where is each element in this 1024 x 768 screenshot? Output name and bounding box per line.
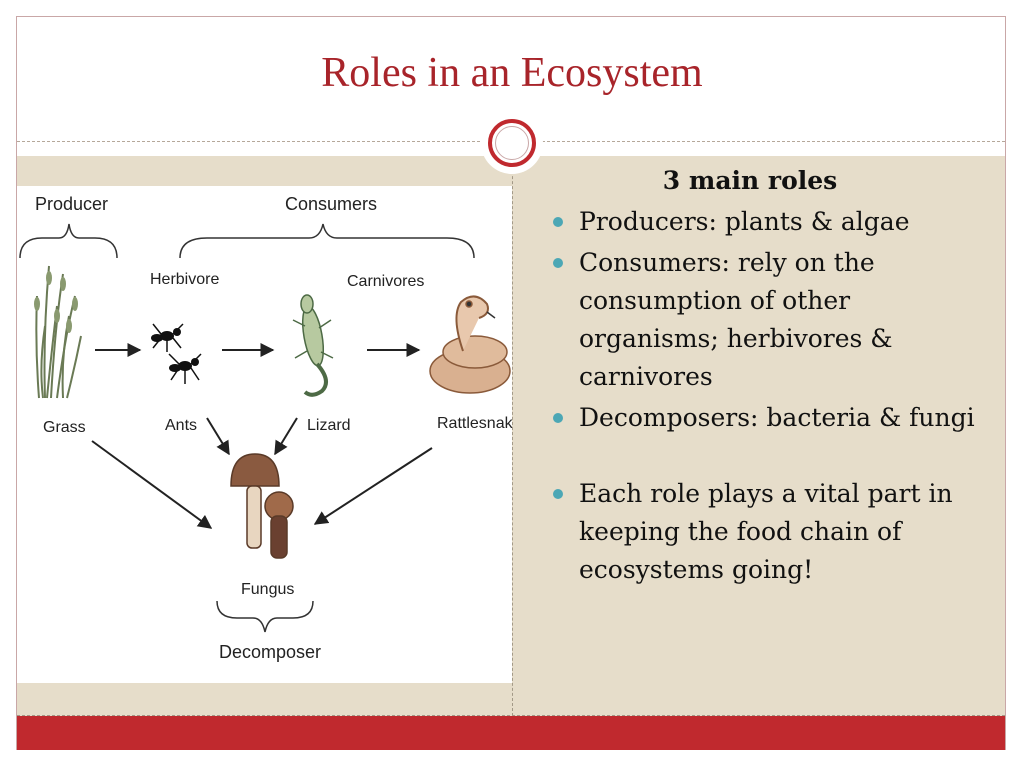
food-chain-diagram: Producer Consumers Herbivore Carnivores xyxy=(17,186,512,683)
grass-label: Grass xyxy=(43,419,86,436)
lizard-label: Lizard xyxy=(307,417,351,434)
herbivore-label: Herbivore xyxy=(150,271,219,288)
bullet-icon xyxy=(553,413,563,423)
decomposer-label: Decomposer xyxy=(219,642,321,662)
producer-label: Producer xyxy=(35,194,108,214)
list-item: Consumers: rely on the consumption of ot… xyxy=(545,244,995,396)
bullet-icon xyxy=(553,217,563,227)
bullet-icon xyxy=(553,489,563,499)
grass-icon xyxy=(35,265,82,399)
rattlesnake-label: Rattlesnake xyxy=(437,415,512,432)
lizard-icon xyxy=(292,294,334,397)
slide-title: Roles in an Ecosystem xyxy=(321,50,703,96)
list-item: Producers: plants & algae xyxy=(545,203,995,241)
carnivores-label: Carnivores xyxy=(347,273,424,290)
grass-seeds xyxy=(34,271,78,333)
consumers-brace xyxy=(179,223,475,259)
fungus-icon xyxy=(230,453,294,559)
footer-divider xyxy=(17,715,1005,716)
roles-text: 3 main roles Producers: plants & algae C… xyxy=(545,162,995,589)
fungus-label: Fungus xyxy=(241,581,294,598)
emblem-inner-ring xyxy=(495,126,529,160)
roles-heading: 3 main roles xyxy=(662,166,838,195)
bullet-icon xyxy=(553,258,563,268)
footer-band xyxy=(17,716,1005,750)
ants-icon xyxy=(151,328,199,372)
ants-label: Ants xyxy=(165,417,197,434)
consumers-label: Consumers xyxy=(285,194,377,214)
list-item: Decomposers: bacteria & fungi xyxy=(545,399,995,437)
list-item: Each role plays a vital part in keeping … xyxy=(545,475,995,589)
decomposer-brace xyxy=(216,600,314,633)
rattlesnake-icon xyxy=(429,295,511,394)
producer-brace xyxy=(19,223,118,259)
roles-list: Producers: plants & algae Consumers: rel… xyxy=(545,203,995,589)
column-divider xyxy=(512,156,513,716)
